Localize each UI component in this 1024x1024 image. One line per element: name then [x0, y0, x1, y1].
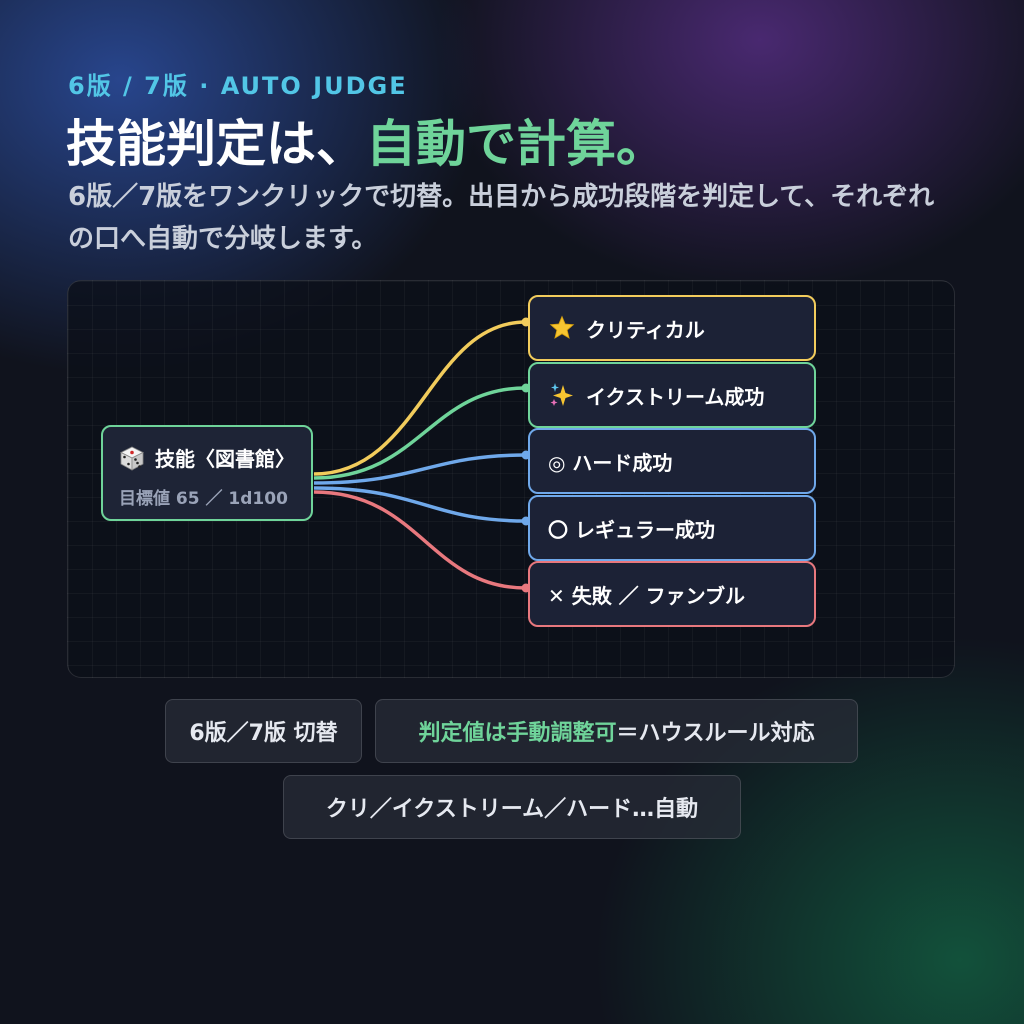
source-node-skill[interactable]: 技能〈図書館〉 目標値 65 ／ 1d100 [101, 425, 313, 521]
tag-auto-label: クリ／イクストリーム／ハード…自動 [325, 797, 699, 822]
outcome-label-regular: 〇 レギュラー成功 [548, 517, 715, 542]
wire-critical [313, 320, 527, 476]
source-node-target: 目標値 65 ／ 1d100 [119, 489, 288, 509]
wire-extreme [313, 386, 527, 480]
outcome-node-regular[interactable]: 〇 レギュラー成功 [528, 495, 816, 561]
tag-manual-adjust: 判定値は手動調整可＝ハウスルール対応 [375, 699, 858, 763]
title-accent: 自動で計算。 [366, 115, 666, 173]
outcome-label-extreme: イクストリーム成功 [586, 384, 765, 409]
outcome-label-hard: ◎ ハード成功 [548, 450, 673, 475]
kicker: 6版 / 7版 · AUTO JUDGE [68, 72, 408, 100]
sparkles-icon [548, 381, 576, 409]
subtitle: 6版／7版をワンクリックで切替。出目から成功段階を判定して、それぞれの口へ自動で… [68, 182, 935, 254]
outcome-node-critical[interactable]: クリティカル [528, 295, 816, 361]
source-node-label: 技能〈図書館〉 [155, 447, 295, 471]
tag-edition-label: 6版／7版 切替 [189, 721, 338, 746]
page-title: 技能判定は、自動で計算。 [66, 104, 666, 176]
outcome-node-extreme[interactable]: イクストリーム成功 [528, 362, 816, 428]
outcome-node-hard[interactable]: ◎ ハード成功 [528, 428, 816, 494]
star-icon [548, 314, 576, 342]
dice-icon [120, 446, 144, 471]
wire-hard [313, 453, 527, 485]
outcome-node-failure[interactable]: ✕ 失敗 ／ ファンブル [528, 561, 816, 627]
outcome-label-failure: ✕ 失敗 ／ ファンブル [548, 583, 746, 608]
title-main: 技能判定は、 [66, 115, 366, 173]
outcome-label-critical: クリティカル [586, 317, 705, 342]
tag-auto-levels: クリ／イクストリーム／ハード…自動 [283, 775, 741, 839]
tag-adjust-accent: 判定値は手動調整可 [418, 721, 617, 746]
wire-failure [313, 490, 527, 590]
wire-regular [313, 486, 527, 523]
tag-adjust-rest: ＝ハウスルール対応 [616, 721, 815, 746]
tag-edition-toggle: 6版／7版 切替 [165, 699, 362, 763]
